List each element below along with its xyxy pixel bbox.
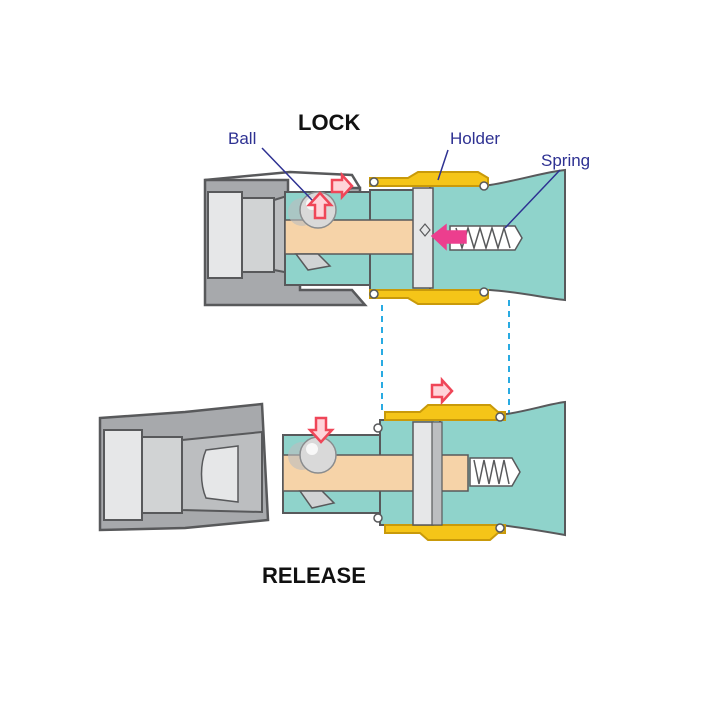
lock-holder (369, 171, 489, 305)
lock-shaft-tip (294, 253, 332, 271)
lock-title: LOCK (298, 110, 360, 135)
release-shaft-tip (298, 490, 336, 509)
arrow-up-icon (306, 191, 334, 220)
release-socket (98, 402, 270, 532)
callout-spring: Spring (541, 151, 590, 170)
arrow-right-icon (430, 376, 454, 406)
release-assembly (98, 376, 566, 541)
arrow-left-icon (430, 223, 467, 251)
callout-ball: Ball (228, 129, 256, 148)
lock-spring (449, 225, 523, 251)
lock-plunger (412, 187, 434, 289)
guide-lines (381, 300, 510, 415)
release-spring (469, 457, 521, 487)
arrow-right-icon (330, 171, 354, 201)
release-plunger (412, 421, 434, 526)
arrow-down-icon (307, 416, 335, 444)
release-title: RELEASE (262, 563, 366, 588)
release-holder (373, 404, 506, 541)
callout-holder: Holder (450, 129, 500, 148)
callout-lines (261, 147, 561, 229)
lock-assembly (203, 168, 566, 307)
